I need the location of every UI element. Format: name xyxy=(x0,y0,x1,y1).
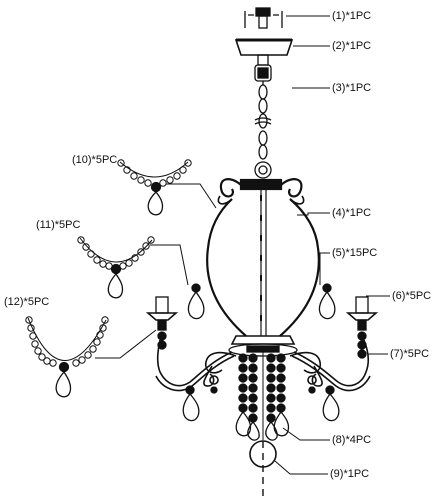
callout-lower-arms: (7)*5PC xyxy=(390,348,430,360)
frame-crystals xyxy=(182,283,340,422)
callout-mounting-hardware: (1)*1PC xyxy=(332,10,372,22)
callout-chain: (3)*1PC xyxy=(332,82,372,94)
leader-lines xyxy=(95,15,390,475)
chain xyxy=(254,64,272,179)
callout-garland-12: (12)*5PC xyxy=(4,296,50,308)
callout-frame-crystals: (5)*15PC xyxy=(332,247,378,259)
callout-bottom-ball: (9)*1PC xyxy=(330,468,370,480)
canopy xyxy=(234,38,294,66)
callout-garland-11: (11)*5PC xyxy=(36,219,81,231)
garland-10 xyxy=(117,159,192,216)
callout-canopy: (2)*1PC xyxy=(332,40,372,52)
candle-cups xyxy=(145,296,379,331)
hub-bead-strands xyxy=(235,352,290,441)
callout-frame: (4)*1PC xyxy=(332,207,372,219)
callout-candle-cups: (6)*5PC xyxy=(392,290,432,302)
garland-12 xyxy=(25,316,109,398)
callout-garland-10: (10)*5PC xyxy=(72,154,118,166)
mounting-hardware xyxy=(244,7,283,29)
candle-bead-drops xyxy=(157,331,367,359)
callout-hub-bead-strands: (8)*4PC xyxy=(332,434,372,446)
garland-11 xyxy=(77,236,155,299)
frame xyxy=(206,178,320,337)
bottom-ball xyxy=(249,440,277,499)
